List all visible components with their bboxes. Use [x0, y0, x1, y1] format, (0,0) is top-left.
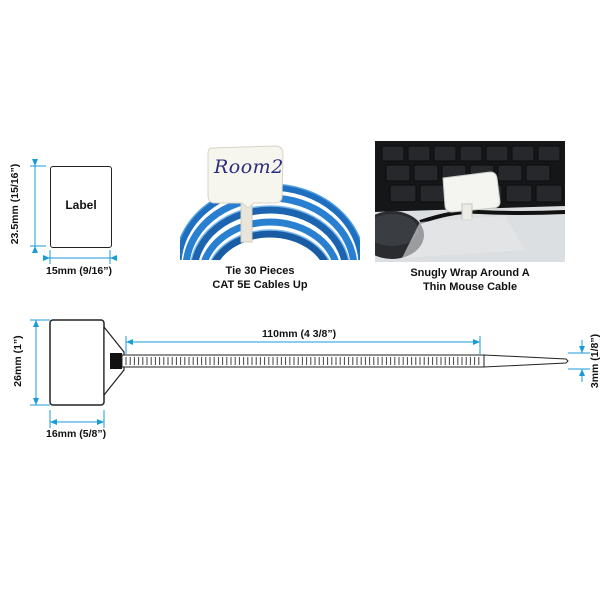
cable-coil-caption: Tie 30 Pieces CAT 5E Cables Up [185, 264, 335, 292]
mouse-caption-line2: Thin Mouse Cable [422, 281, 518, 293]
tie-head-width-dim: 16mm (5/8”) [46, 428, 107, 440]
mouse-caption-line1: Snugly Wrap Around A [410, 267, 530, 279]
cable-caption-line2: CAT 5E Cables Up [212, 279, 308, 291]
tie-length-dim: 110mm (4 3/8”) [262, 328, 337, 340]
label-box-text: Label [65, 198, 97, 212]
cable-caption-line1: Tie 30 Pieces [225, 265, 295, 277]
handwritten-tag-text: Room2 [214, 156, 284, 178]
tie-strap-width-dim: 3mm (1/8”) [589, 333, 600, 389]
label-width-dim: 15mm (9/16”) [46, 265, 112, 277]
mouse-cable-caption: Snugly Wrap Around A Thin Mouse Cable [375, 266, 565, 294]
tie-head-height-dim: 26mm (1”) [12, 335, 24, 387]
label-box [50, 166, 112, 248]
